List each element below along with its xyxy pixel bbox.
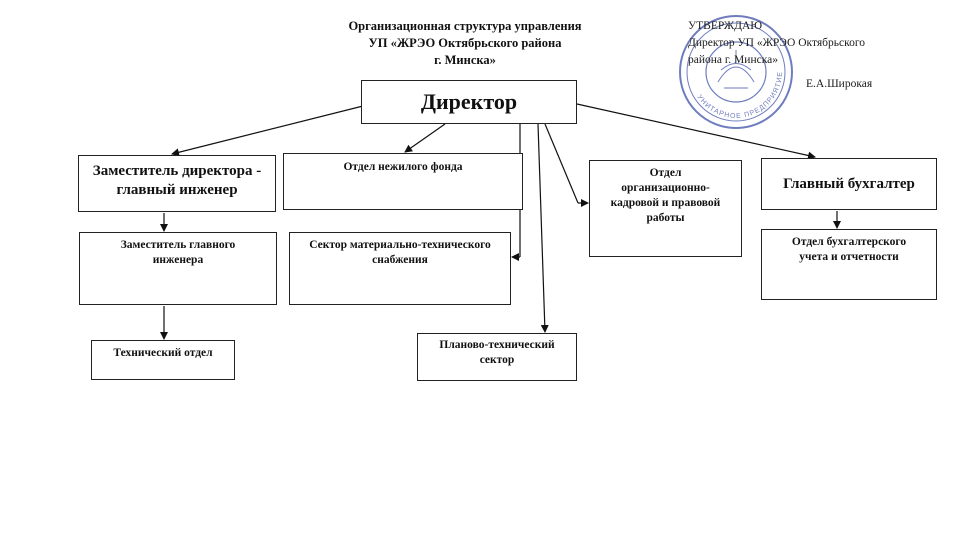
box-label-line: кадровой и правовой bbox=[610, 197, 721, 209]
box-label-line: Заместитель главного bbox=[120, 239, 236, 251]
box-label-line: снабжения bbox=[372, 254, 428, 266]
box-label-line: учета и отчетности bbox=[799, 251, 899, 263]
deputy-engineer-box: Заместитель главного инженера bbox=[79, 232, 277, 305]
director-label: Директор bbox=[420, 89, 518, 114]
arrow-director-to-planning bbox=[537, 123, 549, 333]
accounting-dept-box: Отдел бухгалтерского учета и отчетности bbox=[761, 229, 937, 300]
box-label-line: Технический отдел bbox=[113, 347, 213, 359]
supply-sector-box: Сектор материально-технического снабжени… bbox=[289, 232, 511, 305]
box-label-line: главный инженер bbox=[116, 182, 238, 198]
box-label-line: организационно- bbox=[621, 182, 710, 194]
box-label-line: Планово-технический bbox=[439, 339, 555, 351]
approval-line: района г. Минска» bbox=[688, 54, 778, 66]
approval-block: УТВЕРЖДАЮ Директор УП «ЖРЭО Октябрьского… bbox=[688, 18, 938, 93]
box-label-line: Главный бухгалтер bbox=[783, 176, 915, 192]
arrow-director-to-accountant bbox=[576, 103, 816, 160]
box-label-line: Заместитель директора - bbox=[92, 163, 262, 179]
box-label-line: Отдел bbox=[649, 167, 682, 179]
approval-line: Директор УП «ЖРЭО Октябрьского bbox=[688, 37, 866, 49]
official-seal-icon: УНИТАРНОЕ ПРЕДПРИЯТИЕ bbox=[679, 15, 793, 129]
deputy-chief-engineer-box: Заместитель директора - главный инженер bbox=[78, 155, 276, 212]
director-box: Директор bbox=[361, 80, 577, 124]
box-label-line: Сектор материально-технического bbox=[309, 239, 491, 251]
box-label-line: Отдел бухгалтерского bbox=[791, 236, 907, 248]
approval-line: УТВЕРЖДАЮ bbox=[688, 20, 763, 32]
approval-signature: Е.А.Широкая bbox=[806, 78, 873, 90]
box-label-line: инженера bbox=[152, 254, 204, 266]
title-line: Организационная структура управления bbox=[348, 19, 582, 33]
title-line: г. Минска» bbox=[434, 53, 496, 67]
planning-sector-box: Планово-технический сектор bbox=[417, 333, 577, 381]
nonresidential-dept-box: Отдел нежилого фонда bbox=[283, 153, 523, 210]
technical-dept-box: Технический отдел bbox=[91, 340, 235, 380]
hr-legal-dept-box: Отдел организационно- кадровой и правово… bbox=[589, 160, 742, 257]
arrow-director-to-deputy bbox=[171, 105, 364, 157]
chief-accountant-box: Главный бухгалтер bbox=[761, 158, 937, 210]
box-label-line: Отдел нежилого фонда bbox=[343, 161, 463, 173]
box-label-line: работы bbox=[646, 212, 685, 224]
title-line: УП «ЖРЭО Октябрьского района bbox=[368, 36, 562, 50]
page-title: Организационная структура управления УП … bbox=[300, 18, 630, 69]
arrow-director-to-nonres bbox=[404, 123, 446, 153]
box-label-line: сектор bbox=[479, 354, 515, 366]
arrow-director-to-hr bbox=[544, 123, 579, 204]
